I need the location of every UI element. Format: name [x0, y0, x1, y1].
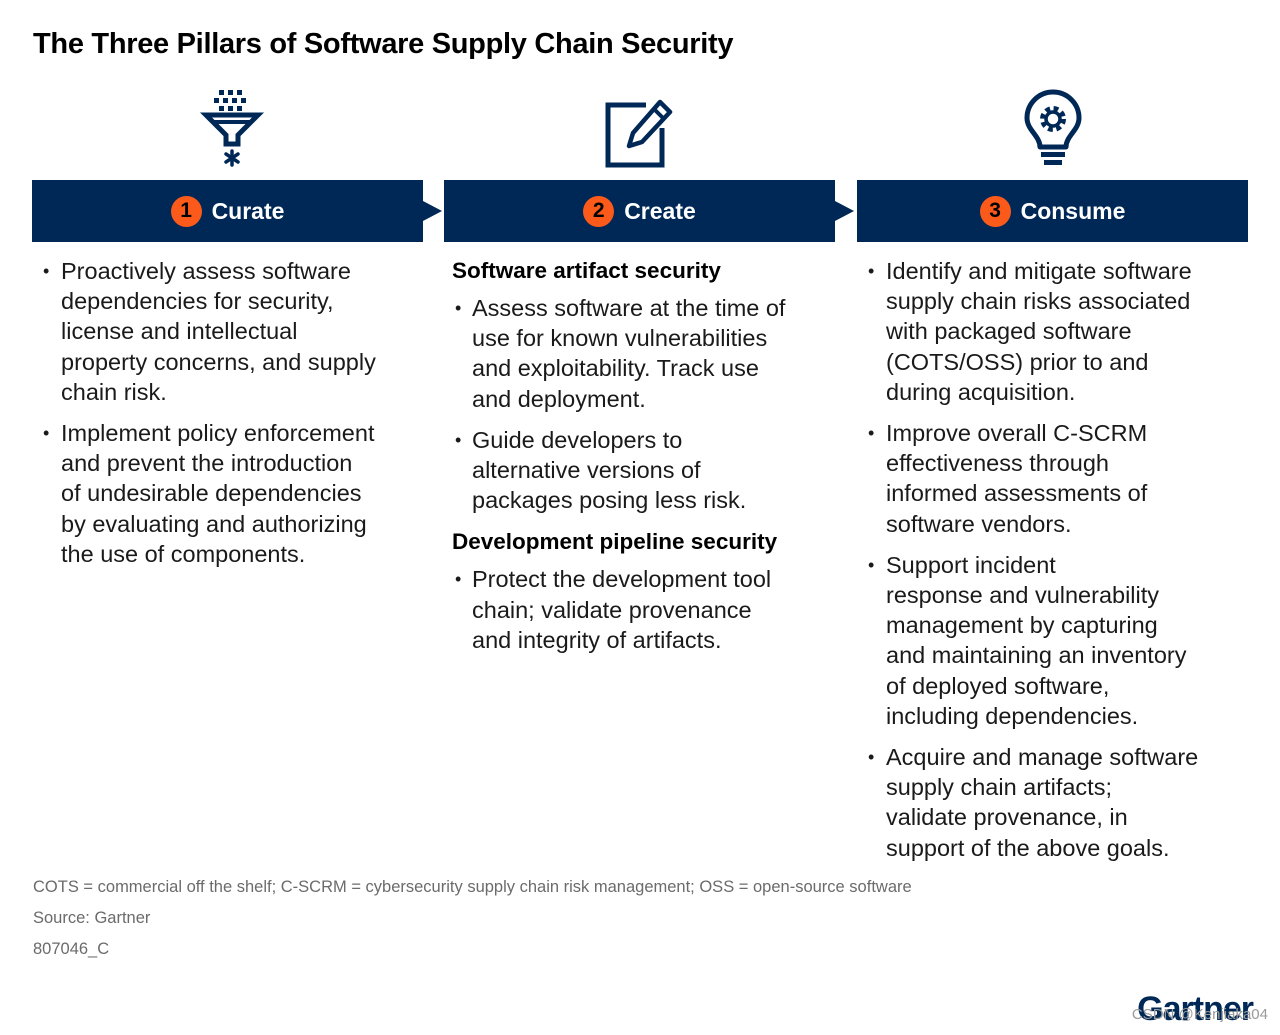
edit-document-icon [598, 88, 678, 168]
bullet-list: Proactively assess softwaredependencies … [32, 256, 427, 569]
funnel-filter-icon [193, 88, 273, 168]
pillar-banner-consume: 3 Consume [857, 180, 1248, 242]
pillar-title: Consume [1020, 197, 1126, 224]
abbreviations-note: COTS = commercial off the shelf; C-SCRM … [33, 878, 912, 896]
step-number-badge: 1 [170, 195, 202, 227]
page-title: The Three Pillars of Software Supply Cha… [33, 28, 734, 60]
watermark: CSDN @Kenjiaka04 [1131, 1006, 1268, 1023]
pillar-title: Create [624, 197, 696, 224]
pillar-title: Curate [211, 197, 285, 224]
pillar-banner-curate: 1 Curate [32, 180, 442, 242]
source-note: Source: Gartner [33, 909, 151, 927]
create-column: Software artifact security Assess softwa… [452, 256, 847, 666]
lightbulb-gear-icon [1013, 88, 1093, 168]
curate-column: Proactively assess softwaredependencies … [32, 256, 427, 580]
gartner-logo: Gartner [1137, 990, 1254, 1028]
list-item: Proactively assess softwaredependencies … [32, 256, 427, 407]
arrow-right-icon [835, 201, 854, 221]
section-heading: Development pipeline security [452, 529, 778, 555]
pillar-banner-create: 2 Create [444, 180, 854, 242]
figure-id: 807046_C [33, 940, 110, 958]
step-number-badge: 2 [583, 195, 615, 227]
step-number-badge: 3 [979, 195, 1011, 227]
section-heading: Software artifact security [452, 258, 721, 283]
arrow-right-icon [423, 201, 442, 221]
